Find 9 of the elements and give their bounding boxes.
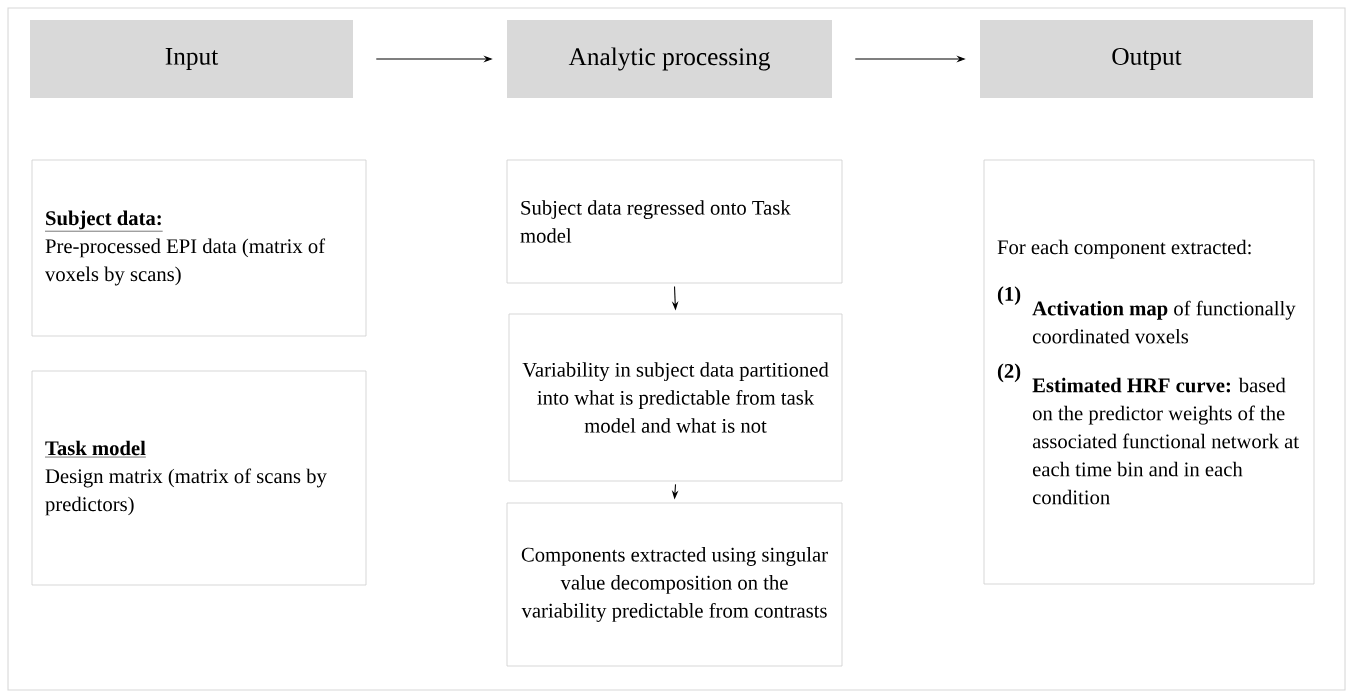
input-box: Task model Design matrix (matrix of scans by predictors) <box>31 370 367 586</box>
stage-header: Output <box>980 20 1313 98</box>
process-box: Variability in subject data partitioned into what is predictable from task model and what is not <box>508 313 843 482</box>
process-box: Subject data regressed onto Task model <box>506 159 843 284</box>
process-box: Components extracted using singular value decomposition on the variability predictable from contrasts <box>506 502 843 667</box>
stage-header: Input <box>30 20 353 98</box>
input-box: Subject data: Pre-processed EPI data (matrix of voxels by scans) <box>31 159 367 337</box>
output-box: For each component extracted: (1) Activation map of functionally coordinated voxels (2) Estimated HRF curve: based on the predictor weights of the associated functional network at each time bin and in each condition <box>983 159 1315 585</box>
stage-header: Analytic processing <box>507 20 832 98</box>
